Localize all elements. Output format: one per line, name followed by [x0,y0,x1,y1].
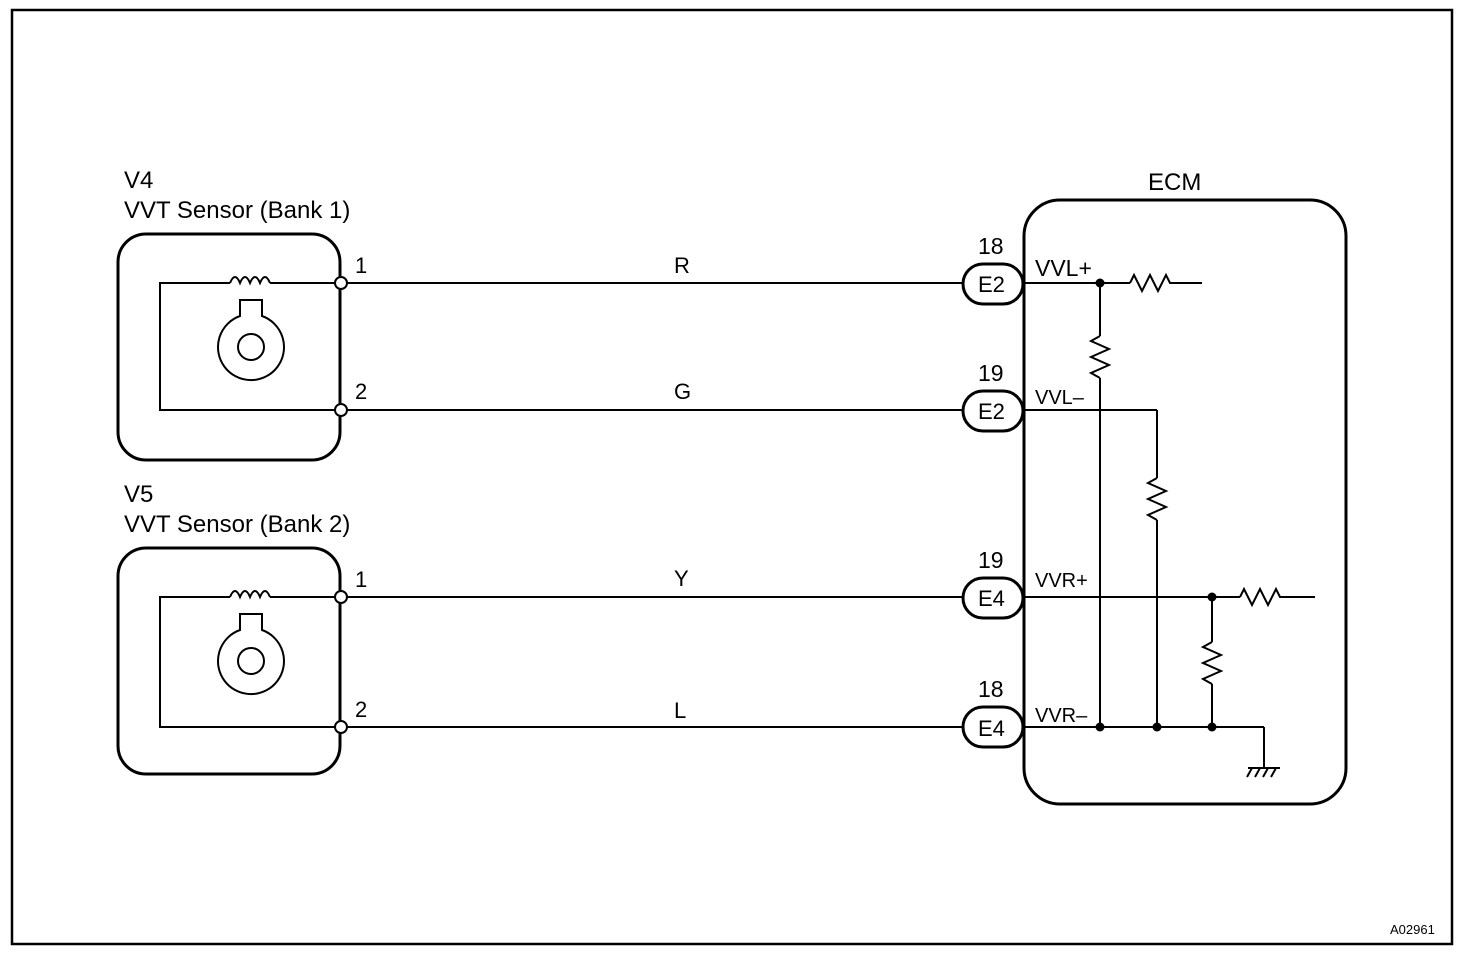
harness-wires: R G Y L [347,253,964,728]
connector-pin-number: 18 [978,233,1004,259]
sensor-v5-id: V5 [124,481,153,508]
wire-color-r: R [674,253,690,278]
ecm: ECM VVL+ VVL– VVR+ VVR– [1022,169,1348,806]
sensor-v4-id: V4 [124,167,153,194]
sensor-v5-terminal-2 [334,720,348,734]
signal-vvr-minus: VVR– [1035,705,1088,727]
connector-pin-number: 19 [978,360,1004,386]
sensor-v5-terminal-1 [334,590,348,604]
sensor-v4-name: VVT Sensor (Bank 1) [124,197,350,224]
wire-color-l: L [674,698,686,723]
sensor-v4: V4 VVT Sensor (Bank 1) 1 2 [116,167,367,462]
sensor-v4-internal-circuit [159,282,341,411]
ecm-internal-circuit [1024,272,1315,778]
resistor-icon [1200,641,1224,685]
sensor-v5-internal-circuit [159,596,341,728]
figure-code: A02961 [1390,922,1435,937]
ground-icon [1246,767,1280,778]
ecm-connectors: 18 E2 19 E2 19 E4 18 E4 [961,233,1025,749]
rotor-icon [217,613,285,696]
connector-label: E2 [978,399,1005,424]
figure-frame [10,8,1454,946]
ecm-label: ECM [1148,169,1201,196]
connector-label: E4 [978,586,1005,611]
wire-color-g: G [674,379,691,404]
sensor-v5-housing [116,546,342,776]
sensor-v4-terminal-2 [334,403,348,417]
sensor-v5-name: VVT Sensor (Bank 2) [124,511,350,538]
sensor-v4-pin-1-label: 1 [355,253,367,278]
sensor-v4-housing [116,232,342,462]
sensor-v5-pin-2-label: 2 [355,697,367,722]
resistor-icon [1129,272,1202,294]
connector-label: E4 [978,716,1005,741]
signal-vvl-minus: VVL– [1035,387,1085,409]
resistor-icon [1088,335,1112,379]
connector-pin-number: 18 [978,676,1004,702]
sensor-v5-pin-1-label: 1 [355,567,367,592]
resistor-icon [1145,477,1169,521]
wire-color-y: Y [674,566,689,591]
sensor-v5: V5 VVT Sensor (Bank 2) 1 2 [116,481,367,776]
sensor-v4-terminal-1 [334,276,348,290]
sensor-v4-pin-2-label: 2 [355,379,367,404]
connector-label: E2 [978,272,1005,297]
resistor-icon [1239,586,1315,608]
coil-icon [229,590,271,600]
signal-vvr-plus: VVR+ [1035,570,1088,592]
ecm-housing [1022,198,1348,806]
coil-icon [229,276,271,286]
signal-vvl-plus: VVL+ [1035,255,1092,281]
rotor-icon [217,299,285,382]
connector-pin-number: 19 [978,547,1004,573]
